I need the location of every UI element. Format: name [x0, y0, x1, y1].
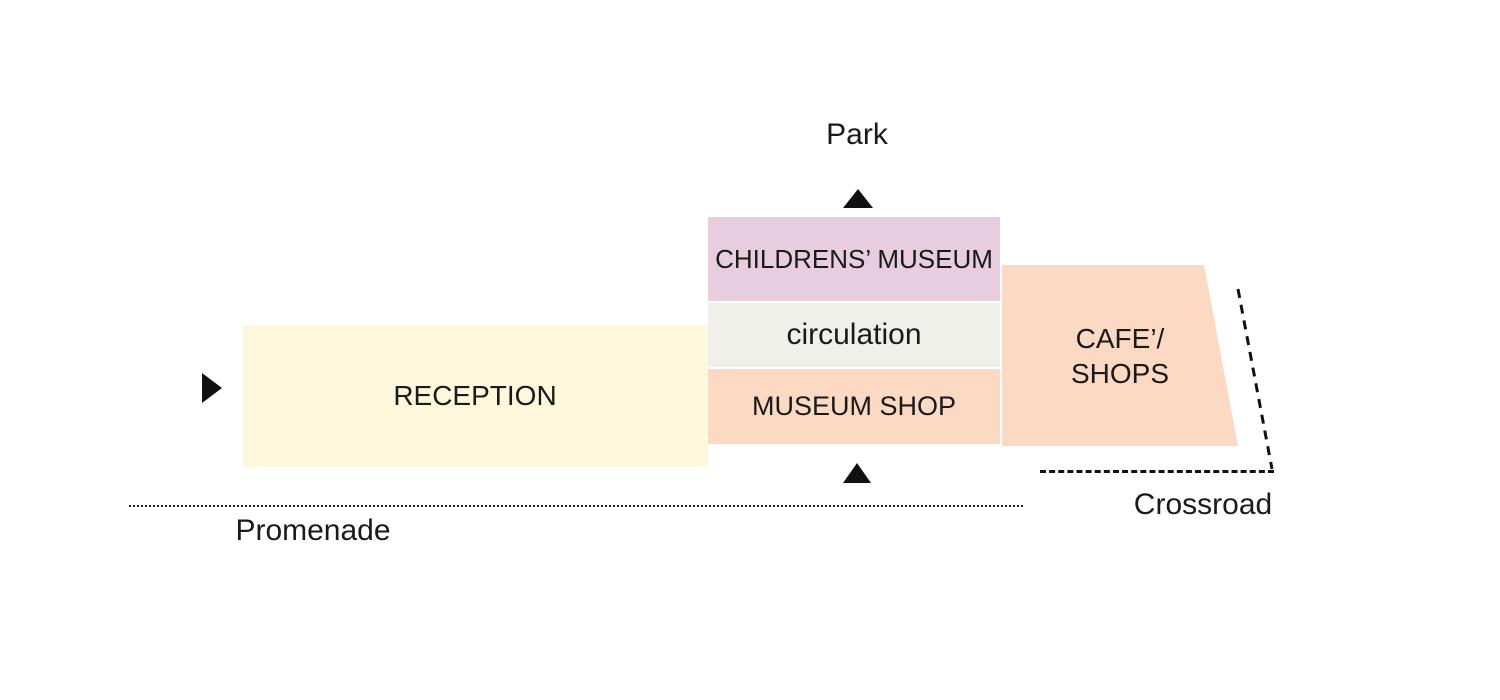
promenade-dotted-line: [129, 505, 1023, 507]
crossroad-horizontal-dashed-line: [1040, 470, 1274, 473]
zone-cafe-shops-label-line2: SHOPS: [1070, 357, 1170, 389]
park-label: Park: [826, 118, 888, 151]
promenade-label: Promenade: [235, 514, 391, 547]
promenade-arrow-up-icon: [843, 463, 871, 483]
entrance-arrow-right-icon: [202, 373, 222, 403]
park-arrow-up-icon: [843, 189, 873, 208]
crossroad-label: Crossroad: [1133, 488, 1273, 521]
zone-circulation-label: circulation: [786, 318, 922, 351]
zone-childrens-museum: CHILDRENS’ MUSEUM: [708, 217, 1000, 301]
zone-cafe-shops-label-line1: CAFE’/: [1075, 322, 1165, 354]
zone-circulation: circulation: [708, 303, 1000, 367]
zone-cafe-shops: CAFE’/ SHOPS: [1002, 265, 1238, 446]
crossroad-diagonal-dashed-line: [1236, 288, 1274, 470]
zone-reception: RECEPTION: [243, 325, 707, 467]
zone-museum-shop-label: MUSEUM SHOP: [751, 391, 957, 421]
zone-reception-label: RECEPTION: [393, 380, 557, 411]
zone-childrens-museum-label: CHILDRENS’ MUSEUM: [715, 243, 993, 274]
zone-museum-shop: MUSEUM SHOP: [708, 369, 1000, 444]
